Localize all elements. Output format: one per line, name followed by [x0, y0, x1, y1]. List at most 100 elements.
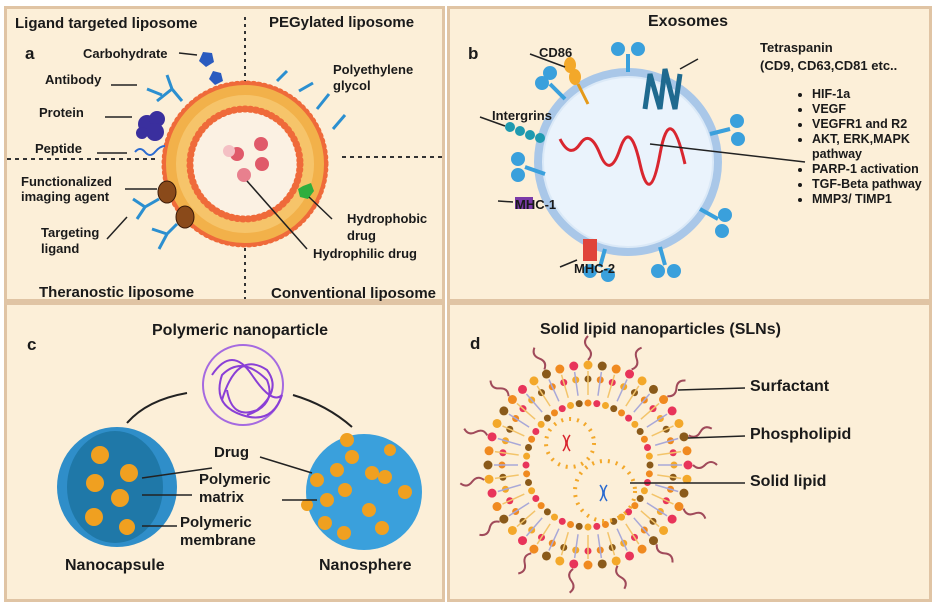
lipid-tail	[607, 531, 616, 556]
lipid-head	[518, 536, 528, 546]
lipid-tail	[651, 425, 674, 437]
surfactant-chain	[479, 520, 500, 537]
quadrant-label-conventional: Conventional liposome	[271, 285, 437, 302]
lipid-tail	[633, 517, 651, 537]
label-imaging-agent: imaging agent	[21, 189, 110, 204]
hydrophilic-drug-dot	[254, 137, 268, 151]
lipid-tail	[508, 413, 530, 428]
lipid-head	[484, 474, 494, 484]
lipid-head	[492, 418, 502, 428]
lipid-head	[679, 488, 689, 498]
cargo-item: TGF-Beta pathway	[812, 177, 930, 192]
lipid-head	[541, 551, 551, 561]
lipid-head	[618, 409, 626, 417]
surfactant-chain	[655, 544, 674, 563]
panel-c-polymeric: Polymeric nanoparticle c Drug Polymeric …	[4, 302, 445, 602]
lipid-head	[631, 420, 639, 428]
exosome-cargo-list: HIF-1a VEGF VEGFR1 and R2 AKT, ERK,MAPK …	[798, 87, 930, 207]
lipid-head	[487, 432, 497, 442]
lipid-head	[667, 514, 677, 524]
lipid-tail	[597, 371, 603, 396]
antibody-icon	[146, 74, 184, 103]
mhc2-icon	[583, 239, 597, 261]
lipid-head	[575, 522, 583, 530]
lipid-head	[532, 427, 540, 435]
lipid-head	[525, 478, 533, 486]
lipid-head	[523, 452, 531, 460]
lipid-tail	[516, 510, 536, 528]
liposome	[161, 80, 329, 248]
dna-icon	[562, 434, 571, 452]
polymeric-diagram	[57, 344, 422, 550]
surfactant-chain	[688, 426, 713, 438]
surfactant-chain	[584, 335, 592, 361]
lipid-head	[522, 461, 530, 469]
annotation-arrows	[630, 387, 746, 484]
lipid-tail	[548, 379, 560, 402]
lipid-head	[550, 513, 558, 521]
lipid-head	[518, 384, 528, 394]
liposome-diagram	[7, 17, 442, 299]
lipid-tail	[646, 413, 668, 428]
label-glycol: glycol	[333, 78, 371, 93]
exosome-lumen	[544, 78, 712, 246]
lipid-tail	[640, 402, 660, 420]
lipid-head	[640, 435, 648, 443]
label-nanosphere: Nanosphere	[319, 557, 412, 574]
lipid-head	[645, 452, 653, 460]
hydrophilic-drug-dot	[255, 157, 269, 171]
targeting-ligand-icon	[132, 197, 179, 250]
lipid-tail	[607, 374, 616, 399]
label-hydrophobic: Hydrophobic	[347, 211, 428, 226]
lipid-head	[643, 444, 651, 452]
lipid-head	[631, 502, 639, 510]
lipid-head	[483, 460, 493, 470]
lipid-head	[637, 544, 647, 554]
lipid-tail	[536, 523, 551, 545]
lipid-head	[543, 414, 551, 422]
label-tetraspanin-examples: (CD9, CD63,CD81 etc..	[760, 58, 898, 73]
label-ligand: ligand	[41, 241, 80, 256]
lipid-head	[667, 406, 677, 416]
lipid-head	[674, 502, 684, 512]
lipid-tail	[640, 510, 660, 528]
hydrophilic-drug-dot	[237, 168, 251, 182]
label-targeting: Targeting	[41, 225, 100, 240]
surfactant-chain	[568, 568, 575, 594]
label-protein: Protein	[39, 105, 84, 120]
panel-b-title: Exosomes	[648, 13, 729, 30]
lipid-head	[593, 522, 601, 530]
lipid-head	[569, 559, 579, 569]
lipid-tail	[525, 517, 543, 537]
panel-letter-c: c	[27, 335, 37, 354]
lipid-head	[484, 446, 494, 456]
label-polymeric-matrix-2: matrix	[199, 489, 245, 506]
lipid-tail	[654, 437, 679, 446]
lipid-head	[567, 402, 575, 410]
lipid-tail	[497, 437, 522, 446]
lipid-tail	[657, 450, 682, 456]
lipid-head	[625, 414, 633, 422]
label-nanocapsule: Nanocapsule	[65, 557, 165, 574]
lipid-tail	[573, 534, 579, 559]
lipid-tail	[548, 528, 560, 551]
tetraspanin-icon	[642, 68, 683, 110]
surfactant-chain	[459, 476, 485, 487]
sln-lipid-shell	[459, 335, 718, 594]
lipid-head	[683, 460, 693, 470]
panel-letter-a: a	[25, 44, 35, 63]
dna-icon	[599, 484, 608, 502]
lipid-tail	[616, 379, 628, 402]
label-mhc2: MHC-2	[574, 261, 616, 276]
cargo-item: HIF-1a	[812, 87, 930, 102]
lipid-tail	[516, 402, 536, 420]
label-polymeric-matrix-1: Polymeric	[199, 471, 271, 488]
lipid-tail	[597, 534, 603, 559]
lipid-head	[523, 470, 531, 478]
rna-strand-icon	[558, 127, 687, 186]
lipid-head	[558, 405, 566, 413]
lipid-head	[525, 444, 533, 452]
lipid-tail	[573, 371, 579, 396]
lipid-tail	[497, 484, 522, 493]
surfactant-chain	[692, 461, 718, 469]
